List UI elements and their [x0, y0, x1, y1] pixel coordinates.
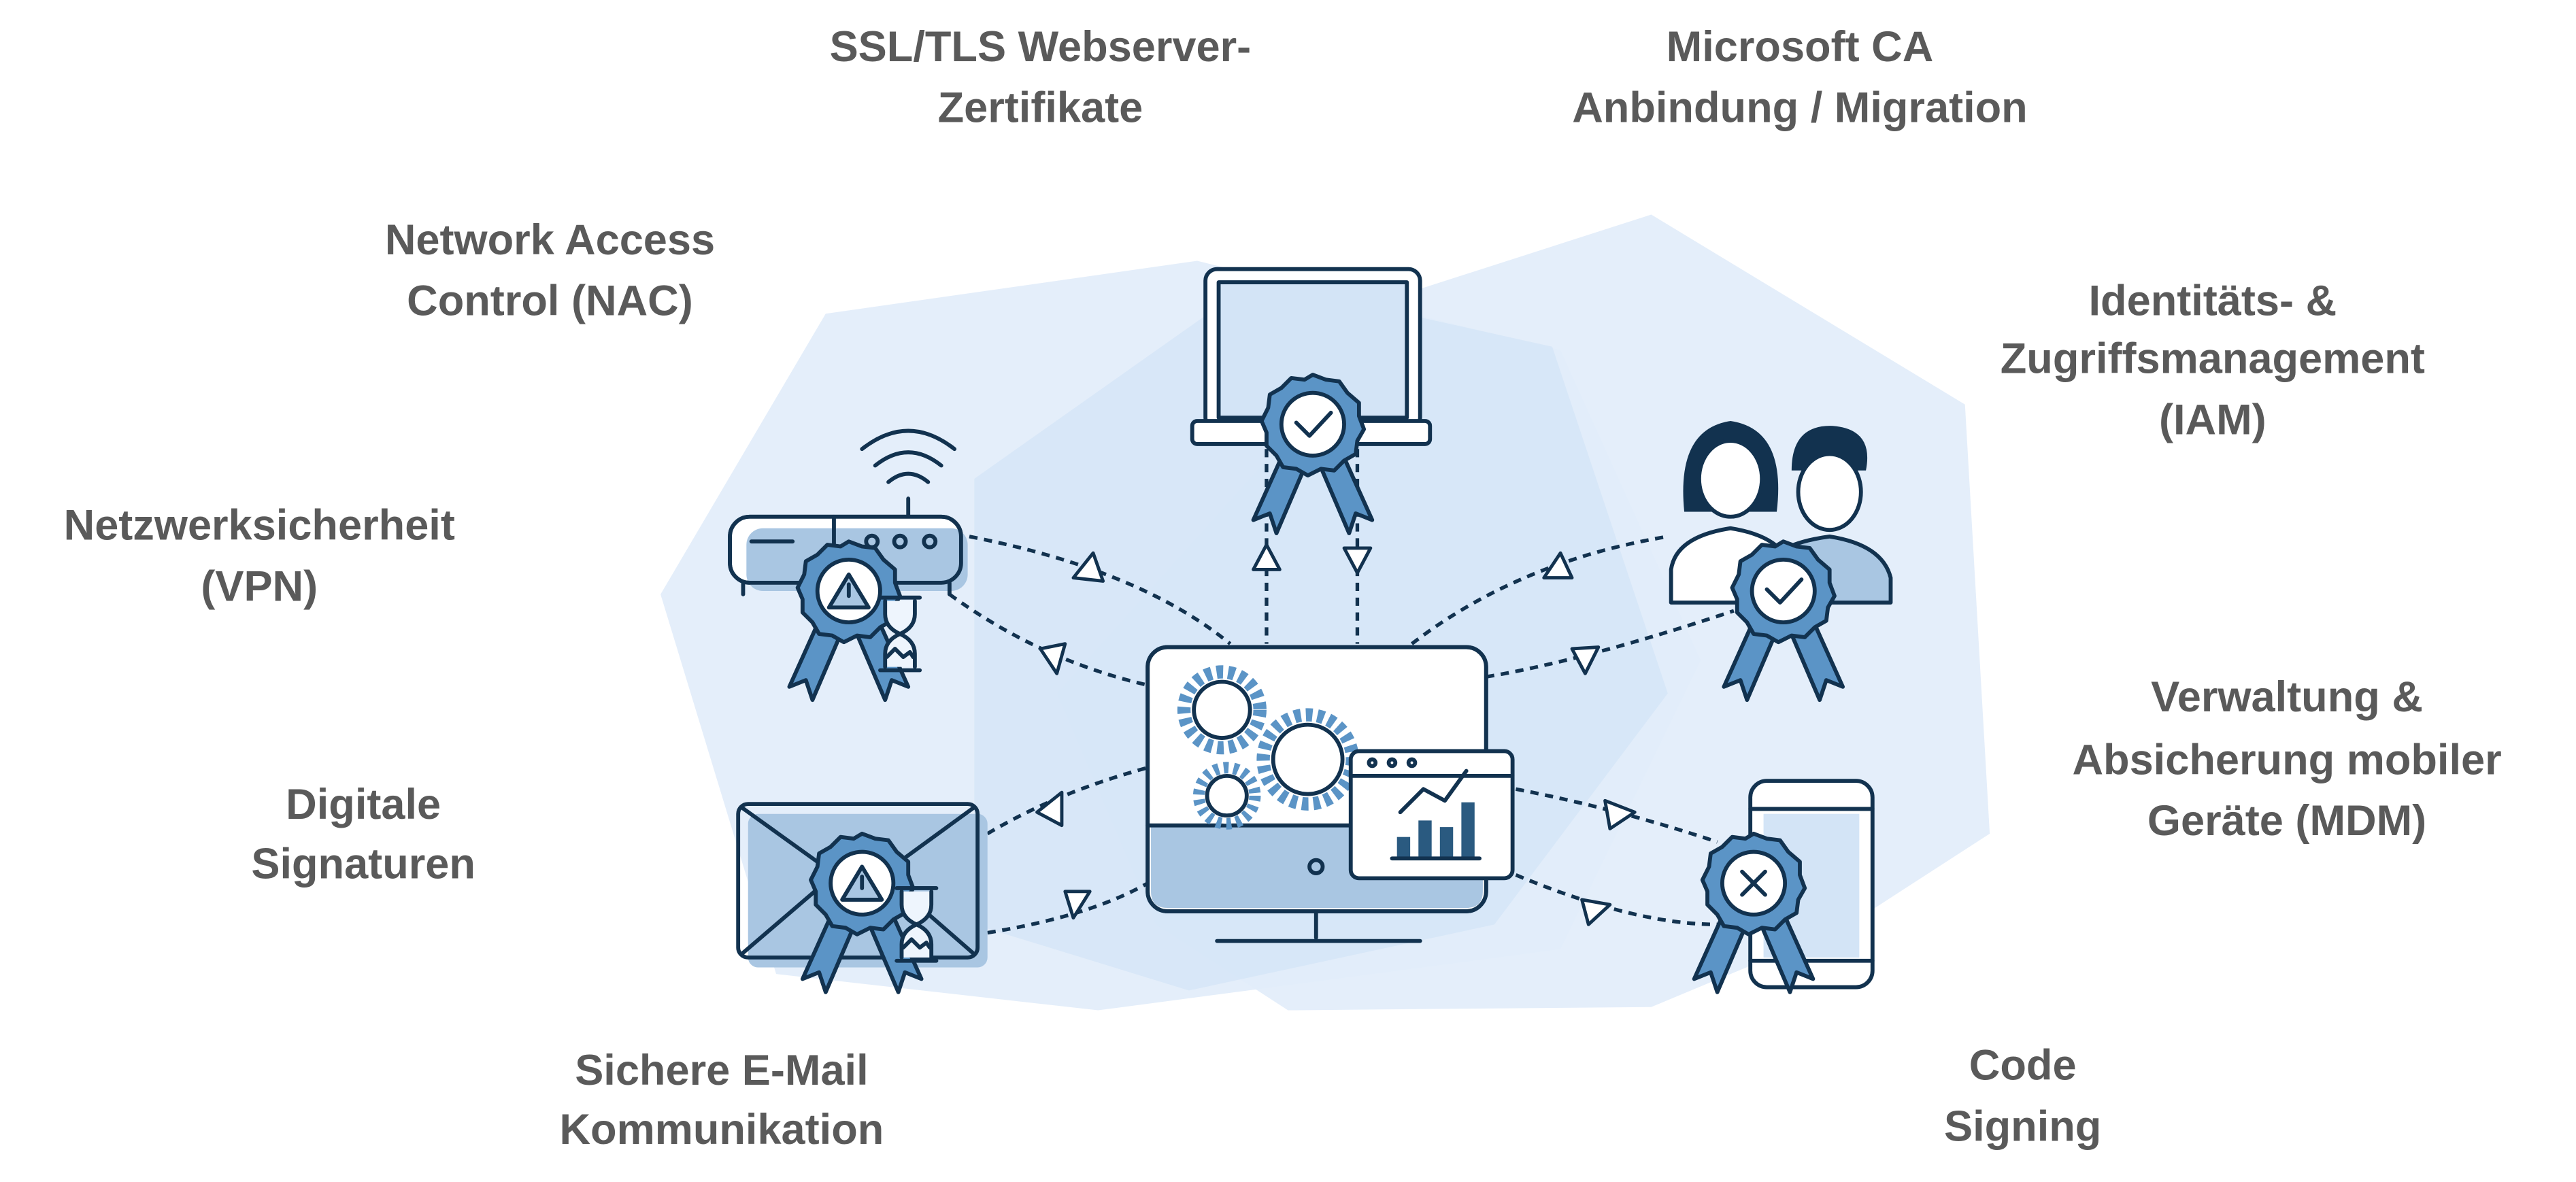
- arrow-icon: [1603, 798, 1637, 830]
- arrow-icon: [1035, 790, 1064, 828]
- arrow-icon: [1038, 642, 1067, 675]
- bar-chart-icon: [1396, 802, 1475, 859]
- laptop-icon: [1190, 267, 1433, 533]
- label-iam: Identitäts- &Zugriffsmanagement(IAM): [2001, 277, 2425, 444]
- arrow-icon: [1580, 898, 1612, 926]
- connector-router-out: [969, 535, 1232, 645]
- labels: SSL/TLS Webserver-Zertifikate Microsoft …: [64, 23, 2502, 1153]
- label-ssl-tls: SSL/TLS Webserver-Zertifikate: [830, 23, 1252, 132]
- warning-triangle-icon: [826, 572, 871, 610]
- wifi-router-icon: [728, 428, 968, 700]
- users-icon: [1669, 420, 1893, 700]
- monitor-gears-chart-icon: [1145, 645, 1515, 943]
- connector-phone-in: [1515, 873, 1718, 926]
- arrow-icon: [1542, 551, 1574, 580]
- check-icon: [1764, 577, 1804, 605]
- close-x-icon: [1740, 869, 1767, 897]
- arrow-icon: [1342, 546, 1373, 575]
- smartphone-icon: [1694, 779, 1875, 992]
- label-vpn: Netzwerksicherheit(VPN): [64, 502, 455, 611]
- arrow-icon: [1252, 543, 1282, 571]
- check-icon: [1294, 410, 1333, 438]
- connectors: [948, 449, 1735, 935]
- arrow-icon: [1063, 890, 1092, 920]
- connector-mail-out: [986, 766, 1148, 836]
- warning-triangle-icon: [840, 864, 884, 902]
- connector-users-in: [1486, 609, 1735, 679]
- connector-users-out: [1410, 535, 1669, 645]
- arrow-icon: [1071, 551, 1105, 583]
- arrow-icon: [1570, 645, 1601, 675]
- envelope-icon: [736, 802, 988, 992]
